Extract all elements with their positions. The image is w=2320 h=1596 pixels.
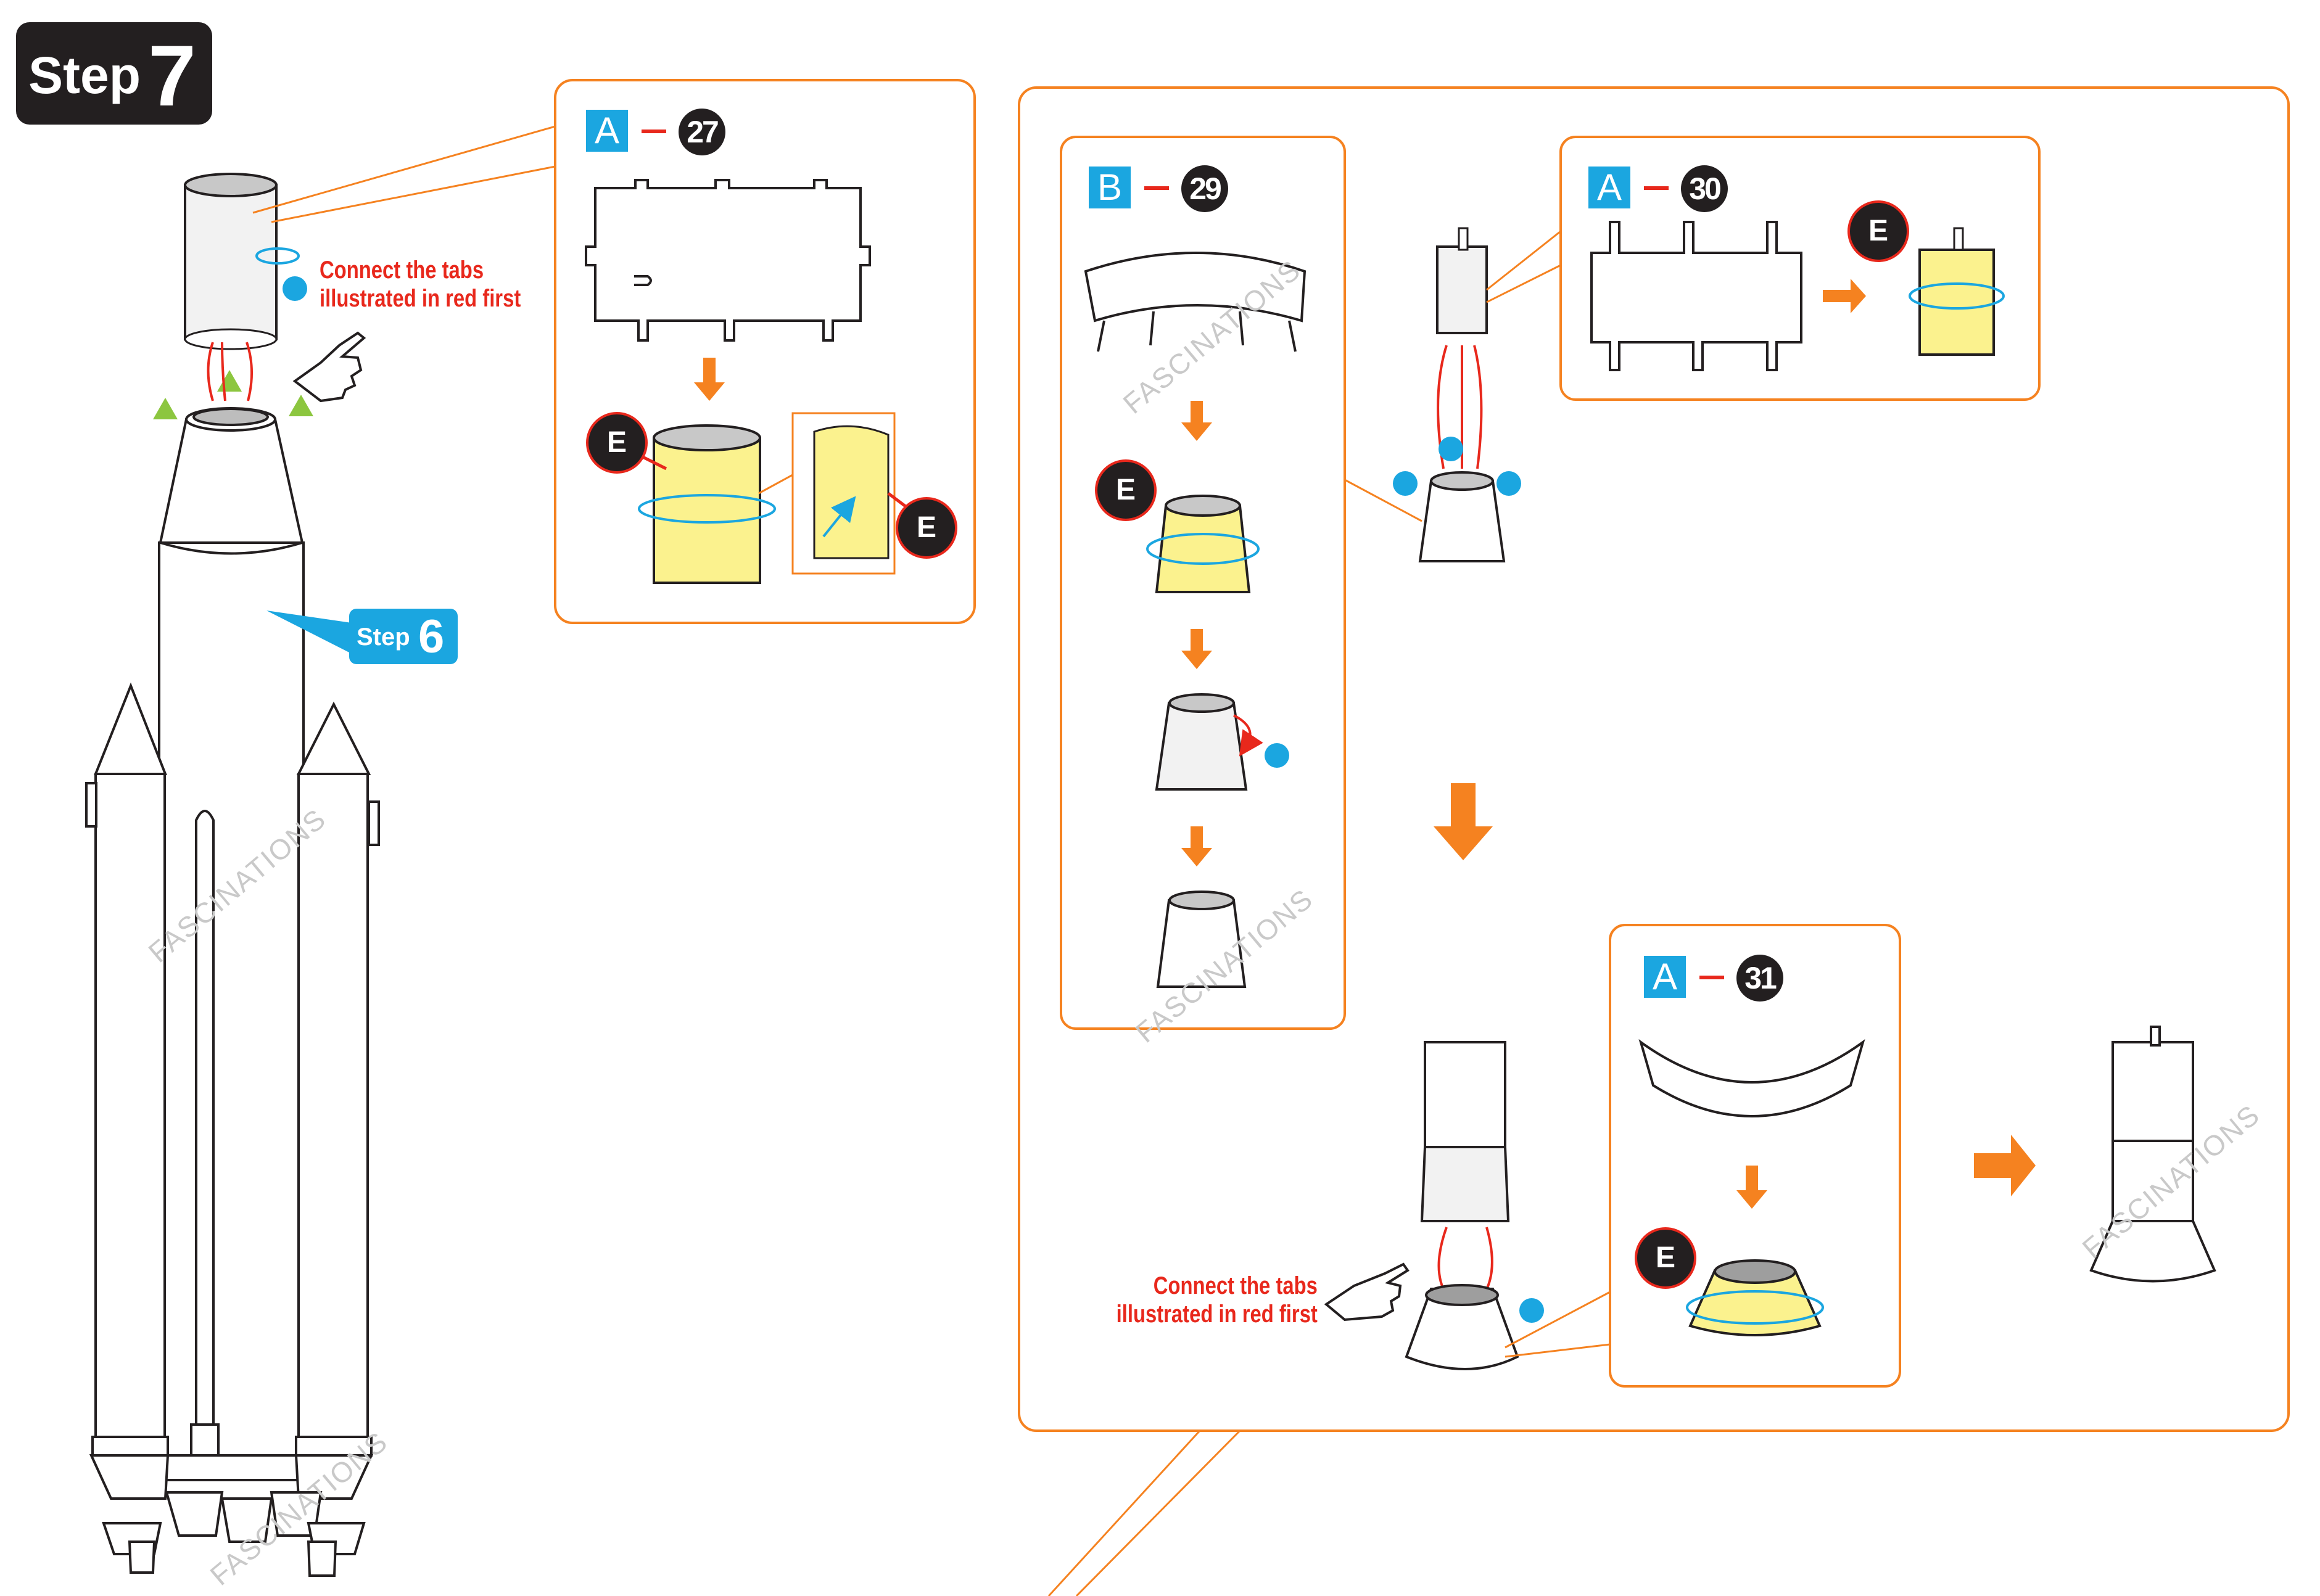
callout-line [253,126,555,213]
down-arrow-icon [1181,826,1212,866]
part-27-flat-piece [586,180,870,340]
part-27-cylinder [185,174,299,401]
edge-marker-e: E [586,412,648,474]
down-arrow-icon [1181,629,1212,669]
previous-step-number: 6 [418,610,444,664]
down-arrow-icon [1181,401,1212,441]
down-arrow-icon [1736,1166,1767,1209]
previous-step-badge: Step 6 [349,609,458,664]
lower-stage-assembly [1406,1042,1517,1369]
part-31-flat-piece [1641,1042,1863,1116]
part-27-yellow-cylinder [639,426,775,583]
part-30-flat-piece [1591,222,1801,370]
part-30-yellow [1920,250,1994,355]
step-number: 7 [148,26,196,126]
right-arrow-icon [1974,1135,2036,1196]
pointing-hand-icon [295,333,364,401]
callout-line [1049,1431,1200,1596]
callout-line [271,167,555,222]
down-arrow-icon [694,358,725,401]
edge-marker-e: E [1095,459,1157,521]
connect-tabs-note: Connect the tabs illustrated in red firs… [320,256,521,313]
step-badge: Step 7 [16,22,212,125]
edge-marker-e: E [1635,1227,1696,1289]
pointing-hand-icon [1326,1264,1408,1320]
blue-dot [283,276,307,301]
upper-stage-assembly [1420,228,1504,561]
detail-inset-piece [814,426,888,558]
edge-marker-e: E [1847,200,1909,262]
part-29-yellow [1157,506,1249,592]
rocket-drawing [86,408,379,1576]
step-word: Step [28,46,141,105]
previous-step-word: Step [357,623,410,651]
callout-line [1076,1431,1240,1596]
connect-tabs-note-lower: Connect the tabs illustrated in red firs… [1117,1272,1318,1328]
big-down-arrow-icon [1434,783,1493,860]
right-arrow-icon [1823,279,1866,313]
edge-marker-e: E [896,497,957,559]
